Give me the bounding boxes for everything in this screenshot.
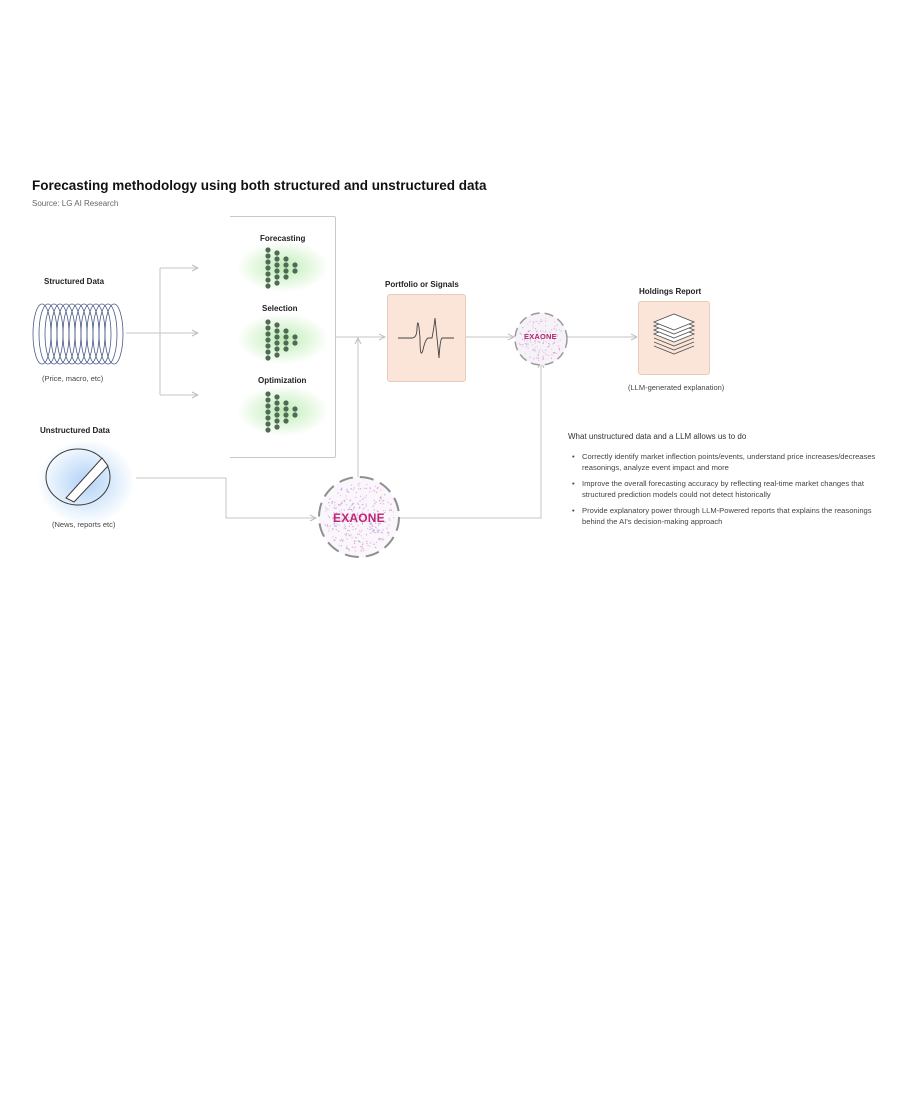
holdings-label: Holdings Report (639, 287, 701, 296)
bullet-text: Provide explanatory power through LLM-Po… (582, 506, 872, 526)
neural-net-icon-optimization (262, 388, 306, 436)
info-bullets: • Correctly identify market inflection po… (570, 452, 890, 533)
info-bullet: • Provide explanatory power through LLM-P… (570, 506, 890, 527)
arrow-exaone-to-exaone (400, 362, 541, 518)
model-label-selection: Selection (262, 304, 298, 313)
bullet-text: Improve the overall forecasting accuracy… (582, 479, 864, 499)
portfolio-label: Portfolio or Signals (385, 280, 459, 289)
unstructured-data-caption: (News, reports etc) (52, 520, 115, 529)
bullet-marker: • (572, 479, 575, 490)
structured-data-label: Structured Data (44, 277, 104, 286)
arrow-to-exaone-large (136, 478, 316, 518)
holdings-caption: (LLM-generated explanation) (628, 383, 724, 392)
exaone-small-label: EXAONE (524, 332, 557, 341)
info-title: What unstructured data and a LLM allows … (568, 432, 746, 441)
bullet-marker: • (572, 452, 575, 463)
model-label-optimization: Optimization (258, 376, 306, 385)
neural-net-icon-selection (262, 316, 306, 364)
info-bullet: • Improve the overall forecasting accurac… (570, 479, 890, 500)
exaone-large-label: EXAONE (333, 511, 385, 525)
info-bullet: • Correctly identify market inflection po… (570, 452, 890, 473)
bullet-marker: • (572, 506, 575, 517)
signal-chart-icon (390, 310, 462, 364)
bullet-text: Correctly identify market inflection poi… (582, 452, 875, 472)
layers-icon (647, 310, 701, 364)
neural-net-icon-forecasting (262, 244, 306, 292)
document-icon (44, 446, 114, 508)
unstructured-data-label: Unstructured Data (40, 426, 110, 435)
structured-data-icon (30, 300, 128, 368)
structured-data-caption: (Price, macro, etc) (42, 374, 103, 383)
